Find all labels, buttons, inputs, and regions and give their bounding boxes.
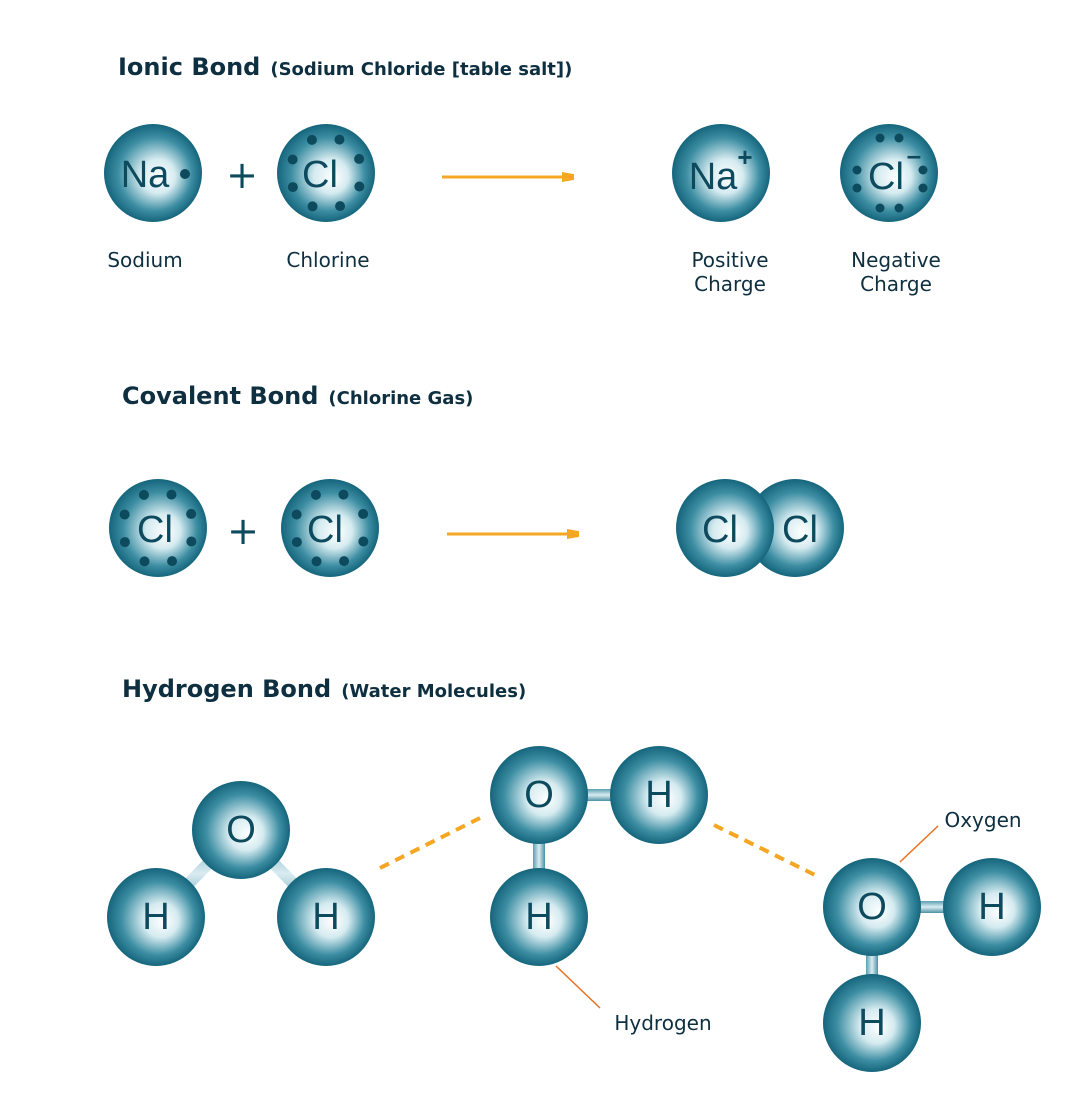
positive-label: Positive [691, 248, 768, 272]
oxygen-leader-line [899, 825, 939, 863]
plus-sign: + [227, 509, 259, 553]
charge-label: Charge [694, 272, 766, 296]
electron-dot [186, 508, 197, 519]
section-title: Ionic Bond (Sodium Chloride [table salt]) [118, 53, 572, 81]
hydrogen-bond-section: Hydrogen Bond (Water Molecules) O H H O H… [107, 675, 1041, 1072]
atom-symbol: Na [121, 154, 170, 196]
atom-symbol: Na [689, 156, 738, 198]
atom-symbol: Cl [702, 509, 738, 551]
electron-dot [339, 556, 350, 567]
electron-dot [338, 489, 349, 500]
chlorine-atom: Cl [277, 124, 375, 222]
electron-dot [306, 134, 317, 145]
svg-text:Hydrogen Bond(Water Molecules): Hydrogen Bond (Water Molecules) [122, 675, 526, 703]
electron-dot [291, 509, 302, 520]
ionic-bond-section: Ionic Bond (Sodium Chloride [table salt])… [104, 53, 941, 296]
electron-dot [354, 181, 365, 192]
negative-label: Negative [851, 248, 941, 272]
atom-symbol: O [524, 774, 554, 816]
atom-symbol: Cl [302, 154, 338, 196]
electron-dot [186, 536, 197, 547]
ionic-subtitle: (Sodium Chloride [table salt]) [270, 59, 572, 80]
sodium-ion: Na + [672, 124, 770, 222]
chlorine-label: Chlorine [286, 248, 369, 272]
charge-label: Charge [860, 272, 932, 296]
atom-symbol: H [525, 896, 552, 938]
oxygen-label: Oxygen [944, 808, 1021, 832]
hydrogen-bond-line [379, 816, 481, 870]
electron-dot [310, 489, 321, 500]
electron-dot [358, 536, 369, 547]
electron-dot [119, 509, 130, 520]
atom-symbol: H [142, 896, 169, 938]
atom-symbol: O [857, 886, 887, 928]
electron-dot [334, 134, 345, 145]
electron-dot [287, 154, 298, 165]
electron-dot [358, 508, 369, 519]
electron-dots [852, 133, 928, 213]
negative-charge-sign: – [907, 140, 921, 170]
electron-dot [139, 556, 150, 567]
chlorine-molecule: Cl Cl [676, 479, 844, 577]
chloride-ion: Cl – [840, 124, 938, 222]
atom-symbol: H [858, 1002, 885, 1044]
hydrogen-label: Hydrogen [614, 1011, 711, 1035]
atom-symbol: Cl [307, 509, 343, 551]
sodium-label: Sodium [107, 248, 182, 272]
electron-dot [167, 556, 178, 567]
covalent-bond-section: Covalent Bond (Chlorine Gas) Cl + Cl Cl C… [109, 382, 844, 577]
chlorine-atom: Cl [281, 479, 379, 577]
atom-symbol: H [978, 886, 1005, 928]
electron-dot [166, 489, 177, 500]
positive-charge-sign: + [737, 142, 752, 172]
electron-dot [180, 169, 190, 179]
hydrogen-leader-line [555, 965, 601, 1009]
ionic-title: Ionic Bond [118, 53, 260, 81]
covalent-subtitle: (Chlorine Gas) [328, 388, 473, 409]
plus-sign: + [226, 153, 258, 197]
electron-dot [335, 201, 346, 212]
hydrogen-bond-line [713, 823, 816, 877]
electron-dot [138, 489, 149, 500]
svg-text:Covalent Bond(Chlorine Gas): Covalent Bond (Chlorine Gas) [122, 382, 473, 410]
atom-symbol: Cl [782, 509, 818, 551]
atom-symbol: Cl [137, 509, 173, 551]
chlorine-atom: Cl [109, 479, 207, 577]
atom-symbol: H [645, 774, 672, 816]
electron-dot [307, 201, 318, 212]
electron-dot [287, 182, 298, 193]
atom-symbol: H [312, 896, 339, 938]
sodium-atom: Na [104, 124, 202, 222]
electron-dot [119, 537, 130, 548]
water-molecule-2: O H H [490, 746, 708, 966]
electron-dot [311, 556, 322, 567]
hydrogen-title: Hydrogen Bond [122, 675, 331, 703]
hydrogen-subtitle: (Water Molecules) [341, 681, 526, 702]
atom-symbol: Cl [868, 156, 904, 198]
water-molecule-3: O H H [823, 858, 1041, 1072]
atom-symbol: O [226, 809, 256, 851]
water-molecule-1: O H H [107, 781, 375, 966]
covalent-title: Covalent Bond [122, 382, 318, 410]
electron-dot [291, 537, 302, 548]
electron-dot [354, 153, 365, 164]
